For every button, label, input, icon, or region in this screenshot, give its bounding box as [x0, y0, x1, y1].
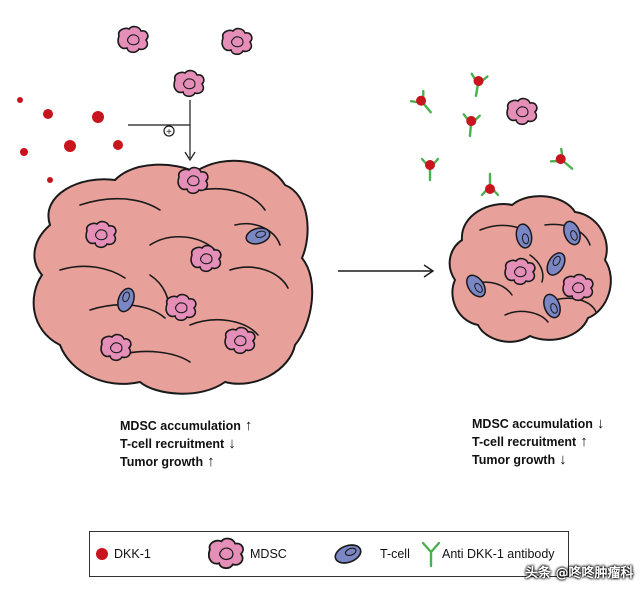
watermark: 头条 @咚咚肿瘤科: [525, 566, 634, 581]
small-tumor: [448, 195, 612, 343]
dkk1-dot: [113, 140, 123, 150]
antibody-icon: [480, 172, 500, 197]
treatment-arrow: [338, 264, 435, 278]
antibody-icon: [421, 541, 441, 568]
mdsc-cell-icon: [224, 326, 256, 355]
dkk1-dot-icon: [96, 548, 108, 560]
dkk1-dot: [47, 177, 53, 183]
mdsc-cell-icon: [562, 273, 594, 302]
mdsc-cell-icon: [506, 97, 538, 126]
mdsc-cell-icon: [504, 257, 536, 286]
antibody-icon: [420, 157, 440, 182]
up-arrow-icon: ↑: [207, 453, 215, 470]
legend-label-dkk1: DKK-1: [114, 547, 151, 561]
down-arrow-icon: ↓: [559, 451, 567, 468]
mdsc-cell-icon: [85, 220, 117, 249]
dkk1-dot: [43, 109, 53, 119]
legend-label-antibody: Anti DKK-1 antibody: [442, 547, 555, 561]
down-arrow-icon: ↓: [228, 435, 236, 452]
antibody-icon: [466, 72, 489, 99]
mdsc-cell-icon: [208, 537, 244, 570]
mdsc-cell-icon: [173, 69, 205, 98]
up-arrow-icon: ↑: [580, 433, 588, 450]
mdsc-cell-icon: [165, 293, 197, 322]
dkk1-dots-left: [17, 97, 123, 183]
recruitment-arrow: [128, 100, 196, 162]
dkk1-dot: [92, 111, 104, 123]
legend-box: DKK-1 MDSC T-cell Anti DKK-1 antibody: [89, 531, 569, 577]
dkk1-dot: [64, 140, 76, 152]
up-arrow-icon: ↑: [244, 417, 253, 434]
legend-label-mdsc: MDSC: [250, 547, 287, 561]
legend-label-tcell: T-cell: [380, 547, 410, 561]
antibody-icon: [460, 113, 481, 138]
large-tumor: [32, 159, 314, 395]
antibody-icon: [549, 147, 579, 177]
dkk1-dot: [17, 97, 23, 103]
status-item: Tumor growth↓: [472, 451, 567, 468]
t-cell-icon: [332, 540, 364, 568]
left-status-list: MDSC accumulation↑ T-cell recruitment↓ T…: [120, 417, 252, 471]
status-item: T-cell recruitment↓: [120, 435, 236, 452]
status-item: Tumor growth↑: [120, 453, 215, 470]
mdsc-cell-icon: [190, 244, 222, 273]
dkk1-dot: [20, 148, 28, 156]
plus-sign: +: [166, 127, 172, 138]
right-status-list: MDSC accumulation↓ T-cell recruitment↑ T…: [472, 415, 604, 469]
status-item: MDSC accumulation↑: [120, 417, 253, 434]
mdsc-cell-icon: [117, 25, 149, 54]
status-item: T-cell recruitment↑: [472, 433, 588, 450]
antibody-icon: [409, 89, 439, 119]
mdsc-cell-icon: [100, 333, 132, 362]
status-item: MDSC accumulation↓: [472, 415, 605, 432]
mdsc-cell-icon: [221, 27, 253, 56]
mdsc-cell-icon: [177, 166, 209, 195]
down-arrow-icon: ↓: [596, 415, 605, 432]
